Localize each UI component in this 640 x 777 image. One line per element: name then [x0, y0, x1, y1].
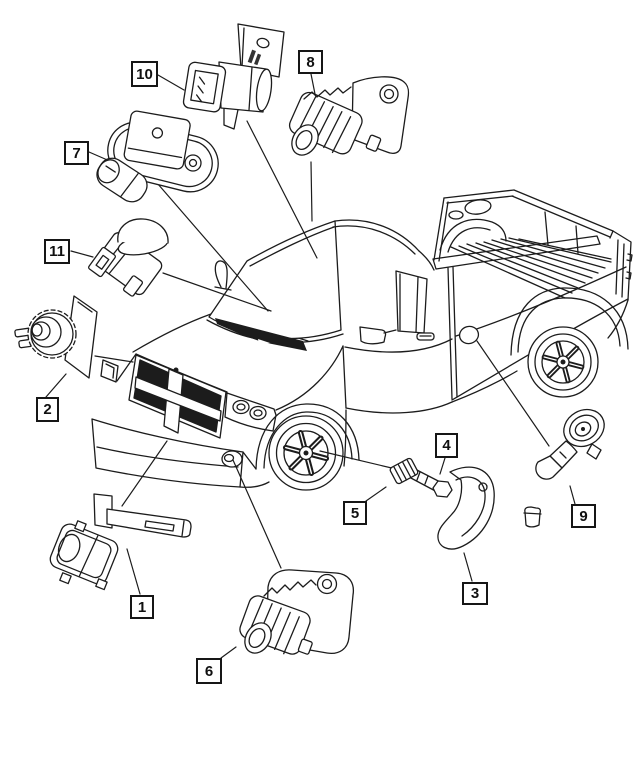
dome-sensor-illustration — [88, 218, 169, 297]
impact-sensor-illustration-upper — [288, 76, 410, 156]
callout-4[interactable]: 4 — [435, 433, 458, 458]
callout-11[interactable]: 11 — [44, 239, 70, 264]
callout-1-label: 1 — [137, 598, 147, 616]
callout-6[interactable]: 6 — [196, 658, 222, 684]
tpms-sensor-illustration — [389, 457, 495, 550]
callout-7-label: 7 — [72, 144, 81, 162]
callout-3-label: 3 — [470, 585, 480, 602]
speed-sensor-illustration — [14, 295, 98, 379]
callout-8[interactable]: 8 — [298, 50, 323, 74]
callout-5-label: 5 — [350, 504, 360, 522]
callout-2[interactable]: 2 — [36, 397, 59, 422]
parking-sensor-illustration — [535, 408, 605, 480]
valve-cap-illustration — [523, 506, 542, 528]
callout-5[interactable]: 5 — [343, 501, 367, 525]
impact-sensor-illustration-lower — [239, 569, 355, 655]
sensor-with-bracket-illustration — [182, 23, 285, 130]
leader-lines — [45, 73, 576, 659]
callout-2-label: 2 — [43, 401, 52, 418]
callout-10-label: 10 — [136, 65, 153, 83]
callout-11-label: 11 — [49, 243, 65, 260]
ambient-temp-sensor-illustration — [49, 493, 192, 591]
callout-3[interactable]: 3 — [462, 582, 488, 605]
callout-6-label: 6 — [204, 662, 214, 680]
callout-7[interactable]: 7 — [64, 141, 89, 165]
callout-4-label: 4 — [442, 437, 451, 454]
pressure-sensor-illustration — [96, 110, 219, 203]
callout-8-label: 8 — [306, 53, 315, 71]
truck-illustration — [91, 189, 633, 491]
callout-9[interactable]: 9 — [571, 504, 596, 528]
callout-10[interactable]: 10 — [131, 61, 158, 87]
callout-1[interactable]: 1 — [130, 595, 154, 619]
callout-9-label: 9 — [579, 507, 588, 525]
